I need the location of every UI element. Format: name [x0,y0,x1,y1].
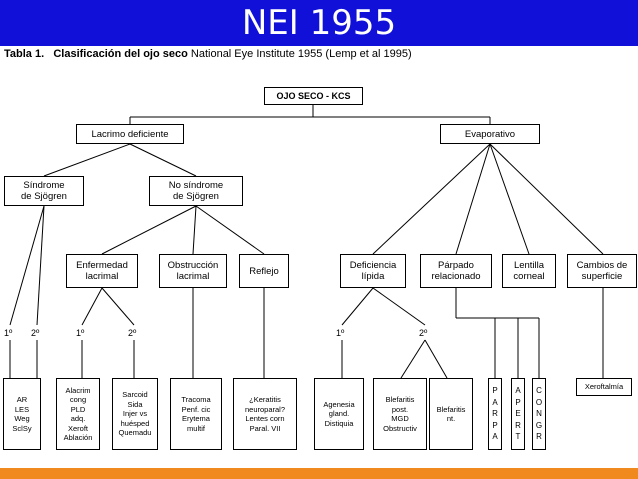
node-reflejo: Reflejo [239,254,289,288]
label-1-enfermedad: 1º [76,328,85,338]
label-2-deficiencia: 2º [419,328,428,338]
leaf-parpa: P A R P A [488,378,502,450]
node-deficiencia-lipida: Deficiencia lípida [340,254,406,288]
leaf-agenesia: Agenesia gland. Distiquia [314,378,364,450]
leaf-alacrimia: Alacrim cong PLD adq. Xeroft Ablación [56,378,100,450]
leaf-apert: A P E R T [511,378,525,450]
leaf-congr: C O N G R [532,378,546,450]
leaf-blefaritis-posterior: Blefaritis post. MGD Obstructiv [373,378,427,450]
node-parpado-relacionado: Párpado relacionado [420,254,492,288]
node-sindrome-sjogren: Síndrome de Sjögren [4,176,84,206]
leaf-sarcoid: Sarcoid Sida Injer vs huésped Quemadu [112,378,158,450]
leaf-xeroftalmia: Xeroftalmía [576,378,632,396]
table-source: National Eye Institute 1955 (Lemp et al … [190,48,412,60]
table-caption: Tabla 1. Clasificación del ojo seco Nati… [4,48,412,60]
footer-bar [0,468,638,479]
leaf-ar-les: AR LES Weg SclSy [3,378,41,450]
slide-title: NEI 1955 [241,3,397,43]
table-title: Clasificación del ojo seco [53,48,188,60]
label-2-sjogren: 2º [31,328,40,338]
title-bar [0,0,638,46]
node-lacrimo-deficiente: Lacrimo deficiente [76,124,184,144]
node-no-sindrome-sjogren: No síndrome de Sjögren [149,176,243,206]
node-lentilla-corneal: Lentilla corneal [502,254,556,288]
leaf-blefaritis-ant: Blefaritis nt. [429,378,473,450]
leaf-tracoma: Tracoma Penf. cic Erytema multif [170,378,222,450]
table-label: Tabla 1. [4,48,45,60]
node-ojo-seco: OJO SECO - KCS [264,87,363,105]
node-obstruccion-lacrimal: Obstrucción lacrimal [159,254,227,288]
leaf-keratitis: ¿Keratitis neuroparal? Lentes corn Paral… [233,378,297,450]
label-2-enfermedad: 2º [128,328,137,338]
node-evaporativo: Evaporativo [440,124,540,144]
node-enfermedad-lacrimal: Enfermedad lacrimal [66,254,138,288]
label-1-deficiencia: 1º [336,328,345,338]
label-1-sjogren: 1º [4,328,13,338]
node-cambios-superficie: Cambios de superficie [567,254,637,288]
